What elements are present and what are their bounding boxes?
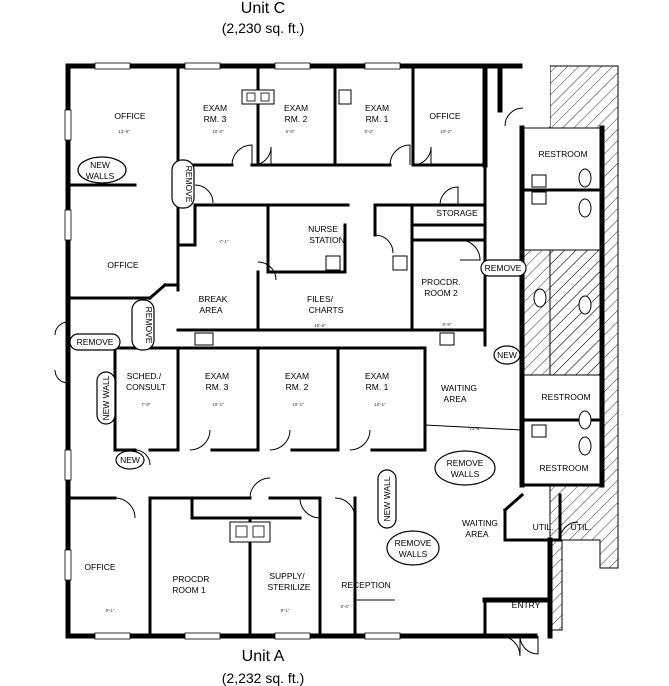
dim-supply: 9'-1" (281, 608, 290, 613)
room-exam2-top-b: RM. 2 (285, 114, 308, 124)
top-rooms-walls (66, 64, 487, 247)
room-sched-b: CONSULT (126, 382, 166, 392)
room-restroom-1: RESTROOM (538, 149, 587, 159)
cloud-remove-1 (171, 159, 195, 209)
room-exam1-top-b: RM. 1 (366, 114, 389, 124)
cloud-remove-4 (480, 259, 527, 277)
room-exam3-mid-b: RM. 3 (206, 382, 229, 392)
dim-sched: 7'-8" (142, 402, 151, 407)
room-restroom-2: RESTROOM (541, 392, 590, 402)
room-waiting2-a: WAITING (462, 518, 498, 528)
note-remove-1: REMOVE (184, 166, 194, 203)
dim-exam2-top: 5'-8" (286, 129, 295, 134)
note-remove-walls-1a: REMOVE (447, 458, 484, 468)
note-remove-4: REMOVE (485, 263, 522, 273)
cloud-remove-2 (131, 299, 155, 351)
room-procdr1-a: PROCDR (173, 574, 210, 584)
room-exam1-top-a: EXAM (365, 103, 389, 113)
cloud-new-2 (115, 450, 145, 470)
cloud-annotations (69, 156, 527, 566)
note-new-2: NEW (120, 455, 140, 465)
note-new-walls-1b: WALLS (86, 171, 115, 181)
cloud-remove-walls-1 (434, 450, 496, 486)
top-unit-area: (2,230 sq. ft.) (222, 20, 304, 36)
note-remove-walls-1b: WALLS (451, 469, 480, 479)
room-supply-a: SUPPLY/ (269, 571, 305, 581)
bottom-rooms-walls (66, 496, 487, 638)
dim-procdr2: 8'-9" (443, 322, 452, 327)
window-marks (64, 62, 401, 640)
room-exam2-mid-b: RM. 2 (286, 382, 309, 392)
left-office-walls (66, 243, 180, 301)
note-remove-walls-2a: REMOVE (395, 538, 432, 548)
note-new-wall-1: NEW WALL (101, 375, 111, 420)
room-files-b: CHARTS (309, 305, 344, 315)
room-office-left: OFFICE (107, 260, 138, 270)
room-nurse-b: STATION (309, 235, 345, 245)
room-procdr2-a: PROCDR. (421, 277, 460, 287)
room-office-tl: OFFICE (114, 111, 145, 121)
note-new-1: NEW (497, 350, 517, 360)
bottom-unit-title: Unit A (242, 648, 285, 665)
room-exam3-mid-a: EXAM (205, 371, 229, 381)
cloud-new-1 (493, 345, 521, 365)
room-exam1-mid-b: RM. 1 (366, 382, 389, 392)
room-waiting2-b: AREA (465, 529, 488, 539)
note-new-walls-1a: NEW (90, 160, 110, 170)
room-office-tr: OFFICE (429, 111, 460, 121)
dim-exam1-mid: 10'-1" (374, 402, 386, 407)
cloud-new-wall-1 (96, 371, 116, 425)
dim-office-bl: 9'-1" (106, 608, 115, 613)
dim-exam3-top: 10'-0" (212, 129, 224, 134)
room-supply-b: STERILIZE (268, 582, 311, 592)
cloud-new-walls-1 (77, 156, 127, 184)
room-labels: OFFICE EXAM RM. 3 EXAM RM. 2 EXAM RM. 1 … (84, 103, 591, 610)
room-procdr2-b: ROOM 2 (424, 288, 458, 298)
room-exam2-mid-a: EXAM (285, 371, 309, 381)
dim-exam1-top: 5'-2" (365, 129, 374, 134)
room-util-1: UTIL. (533, 522, 554, 532)
dim-files: 15'-6" (314, 323, 326, 328)
room-procdr1-b: ROOM 1 (172, 585, 206, 595)
note-labels: NEW WALLS REMOVE REMOVE REMOVE REMOVE NE… (77, 160, 522, 559)
cloud-remove-3 (69, 333, 121, 351)
room-entry: ENTRY (512, 600, 541, 610)
note-new-wall-2: NEW WALL (382, 476, 392, 521)
room-util-2: UTIL. (571, 522, 592, 532)
dim-exam2-mid: 10'-1" (292, 402, 304, 407)
dim-waiting1: 13'-6" (469, 426, 481, 431)
room-waiting1-a: WAITING (441, 383, 477, 393)
room-office-bl: OFFICE (84, 562, 115, 572)
room-storage: STORAGE (436, 208, 478, 218)
room-break-b: AREA (199, 305, 222, 315)
dim-reception: 8'-6" (341, 604, 350, 609)
cloud-remove-walls-2 (386, 530, 440, 566)
dim-office-tr: 10'-2" (440, 129, 452, 134)
room-exam3-top-a: EXAM (203, 103, 227, 113)
dimension-labels: 13'-6" 10'-0" 5'-8" 5'-2" 10'-2" 7'-1" 1… (106, 129, 482, 613)
fixtures (194, 89, 592, 543)
dim-exam3-mid: 10'-1" (212, 402, 224, 407)
dim-nurse: 7'-1" (220, 239, 229, 244)
room-sched-a: SCHED./ (127, 371, 162, 381)
middle-core-walls (176, 163, 487, 347)
note-remove-2: REMOVE (144, 307, 154, 344)
room-reception: RECEPTION (341, 580, 391, 590)
dim-office-tl: 13'-6" (118, 129, 130, 134)
room-restroom-3: RESTROOM (539, 463, 588, 473)
room-files-a: FILES/ (307, 294, 334, 304)
door-swings (54, 107, 579, 657)
room-waiting1-b: AREA (443, 394, 466, 404)
note-remove-3: REMOVE (77, 337, 114, 347)
top-unit-title: Unit C (241, 0, 285, 17)
room-exam3-top-b: RM. 3 (204, 114, 227, 124)
room-break-a: BREAK (199, 294, 228, 304)
note-remove-walls-2b: WALLS (399, 549, 428, 559)
bottom-unit-area: (2,232 sq. ft.) (222, 670, 304, 686)
room-nurse-a: NURSE (308, 224, 338, 234)
cloud-new-wall-2 (377, 469, 397, 529)
room-exam2-top-a: EXAM (284, 103, 308, 113)
room-exam1-mid-a: EXAM (365, 371, 389, 381)
